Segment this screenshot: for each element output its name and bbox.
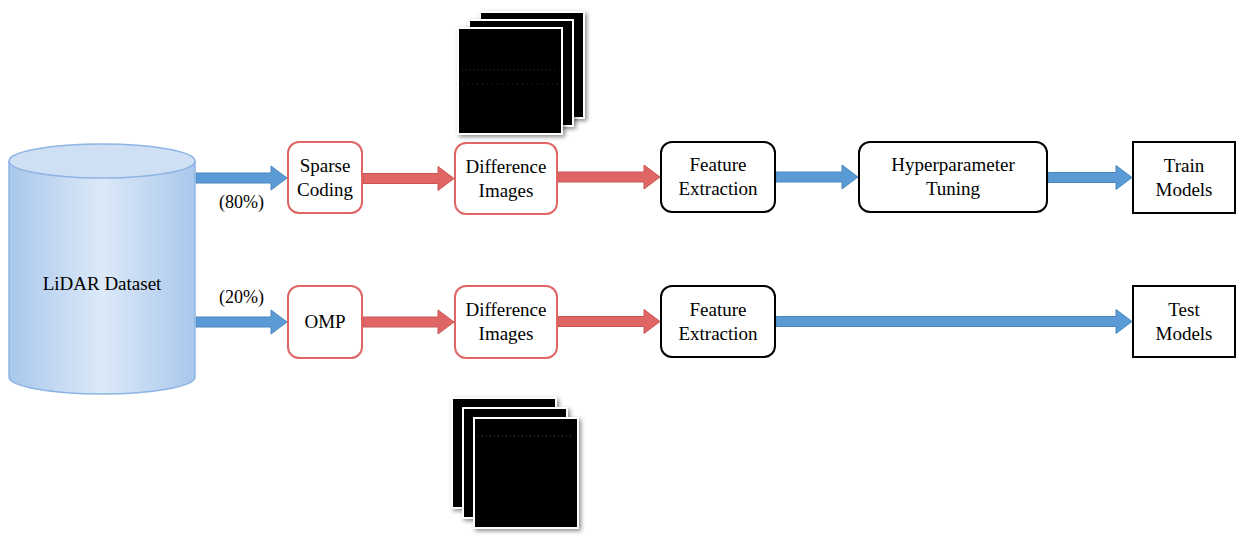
edge-label: (80%): [219, 192, 264, 213]
node-label: Train Models: [1140, 154, 1228, 202]
top-image-stack: [458, 12, 584, 134]
block-arrow: [776, 165, 858, 189]
node-label: Feature Extraction: [668, 153, 768, 201]
block-arrow: [1048, 166, 1132, 190]
process-box: Difference Images: [454, 285, 558, 359]
node-label: Sparse Coding: [295, 154, 355, 202]
arrow-shape: [1048, 166, 1132, 190]
arrow-shape: [776, 165, 858, 189]
process-box: Feature Extraction: [660, 141, 776, 213]
process-box: Feature Extraction: [660, 285, 776, 358]
block-arrow: [196, 166, 287, 190]
output-box: Train Models: [1132, 141, 1236, 214]
node-label: Test Models: [1140, 298, 1228, 346]
edge-label: (20%): [219, 287, 264, 308]
process-box: OMP: [287, 285, 363, 359]
block-arrow: [558, 310, 660, 334]
bottom-image-stack: [452, 398, 578, 528]
process-box: Difference Images: [454, 142, 558, 215]
arrow-shape: [363, 310, 454, 334]
arrow-shape: [196, 310, 287, 334]
output-box: Test Models: [1132, 285, 1236, 358]
arrow-shape: [776, 310, 1132, 334]
process-box: Sparse Coding: [287, 141, 363, 214]
arrow-shape: [363, 167, 454, 191]
node-label: Hyperparameter Tuning: [866, 153, 1040, 201]
node-label: Difference Images: [462, 298, 550, 346]
node-label: LiDAR Dataset: [43, 272, 162, 296]
block-arrow: [363, 167, 454, 191]
node-label: OMP: [304, 310, 345, 334]
block-arrow: [558, 165, 660, 189]
block-arrow: [196, 310, 287, 334]
arrow-shape: [558, 310, 660, 334]
node-label: Feature Extraction: [668, 298, 768, 346]
process-box: Hyperparameter Tuning: [858, 141, 1048, 213]
arrow-shape: [196, 166, 287, 190]
arrow-shape: [558, 165, 660, 189]
dataset-cylinder: LiDAR Dataset: [8, 143, 196, 395]
block-arrow: [363, 310, 454, 334]
node-label: Difference Images: [462, 155, 550, 203]
cylinder-shape: [8, 143, 196, 395]
block-arrow: [776, 310, 1132, 334]
